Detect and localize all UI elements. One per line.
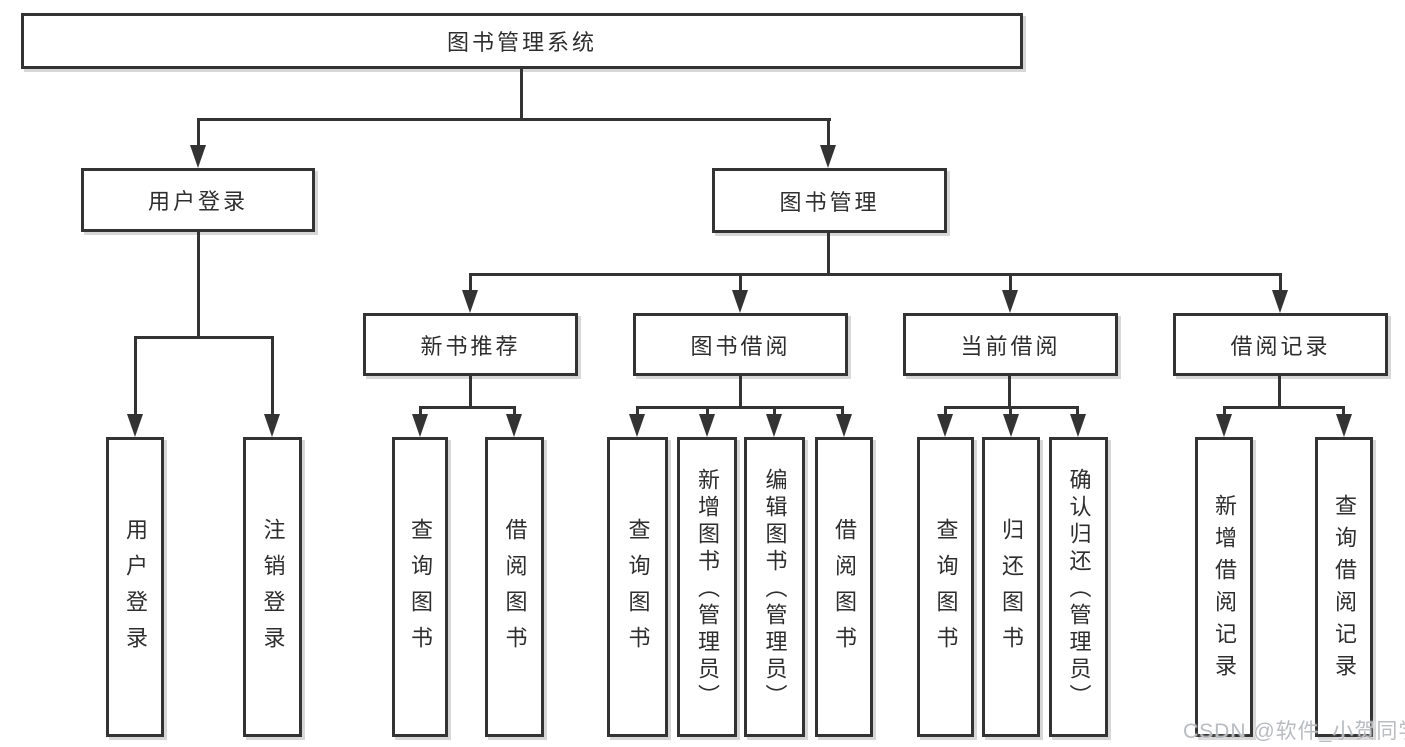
arrowhead-logout-leaf (264, 414, 280, 437)
connector-user-login-split (134, 336, 274, 339)
node-book-mgmt: 图书管理 (712, 168, 947, 233)
connector-c0-drop (944, 406, 947, 417)
arrowhead-book-mgmt (820, 145, 836, 168)
leaf-edit-books-admin-label: 编辑图书（管理员） (762, 467, 788, 711)
connector-logout-leaf-drop (271, 336, 274, 417)
connector-book-borrow-drop (739, 273, 742, 294)
arrowhead-borrow-record (1272, 290, 1288, 313)
node-new-book-rec: 新书推荐 (363, 313, 578, 376)
connector-d1-drop (1342, 406, 1345, 417)
arrowhead-login-leaf (127, 414, 143, 437)
leaf-borrow-books-a-label: 借阅图书 (502, 518, 528, 662)
connector-b0-drop (636, 406, 639, 417)
connector-user-login-stem (197, 232, 200, 336)
arrowhead-d0 (1216, 414, 1232, 437)
connector-book-mgmt-stem (827, 233, 830, 273)
leaf-add-borrow-record: 新增借阅记录 (1195, 437, 1253, 737)
connector-groupA-stem (469, 376, 472, 406)
connector-groupD-split (1223, 406, 1345, 409)
leaf-confirm-return-admin-label: 确认归还（管理员） (1066, 467, 1092, 711)
arrowhead-b3 (836, 414, 852, 437)
connector-book-mgmt-drop (827, 118, 830, 150)
connector-groupA-split (419, 406, 515, 409)
leaf-query-books-c: 查询图书 (917, 437, 974, 737)
csdn-watermark: CSDN @软件_小贺同学 (1183, 720, 1405, 743)
arrowhead-b0 (629, 414, 645, 437)
connector-c2-drop (1076, 406, 1079, 417)
arrowhead-current-borrow (1002, 290, 1018, 313)
leaf-query-borrow-record: 查询借阅记录 (1315, 437, 1373, 737)
leaf-borrow-books-b-label: 借阅图书 (832, 518, 857, 662)
connector-b2-drop (773, 406, 776, 417)
arrowhead-b1 (699, 414, 715, 437)
node-book-borrow-label: 图书借阅 (690, 333, 791, 359)
arrowhead-a0 (412, 414, 428, 437)
arrowhead-a1 (506, 414, 522, 437)
node-current-borrow: 当前借阅 (903, 313, 1118, 376)
leaf-user-login-label: 用户登录 (123, 518, 148, 662)
arrowhead-c1 (1003, 414, 1019, 437)
connector-c1-drop (1009, 406, 1012, 417)
node-root-library-system: 图书管理系统 (21, 13, 1023, 69)
connector-groupC-stem (1008, 376, 1011, 406)
leaf-add-books-admin: 新增图书（管理员） (677, 437, 737, 737)
arrowhead-d1 (1336, 414, 1352, 437)
node-book-borrow: 图书借阅 (633, 313, 848, 376)
connector-groupB-split (636, 406, 844, 409)
leaf-add-books-admin-label: 新增图书（管理员） (695, 467, 720, 711)
arrowhead-new-book (462, 290, 478, 313)
connector-level1-split (197, 118, 831, 121)
connector-root-stem (520, 68, 523, 118)
connector-new-book-drop (469, 273, 472, 294)
arrowhead-c2 (1070, 414, 1086, 437)
leaf-confirm-return-admin: 确认归还（管理员） (1049, 437, 1108, 737)
node-new-book-rec-label: 新书推荐 (420, 333, 521, 359)
connector-user-login-drop (197, 118, 200, 150)
connector-d0-drop (1223, 406, 1226, 417)
leaf-edit-books-admin: 编辑图书（管理员） (744, 437, 805, 737)
connector-groupD-stem (1278, 376, 1281, 406)
node-borrow-record: 借阅记录 (1173, 313, 1388, 376)
leaf-return-books: 归还图书 (982, 437, 1040, 737)
leaf-query-books-a: 查询图书 (392, 437, 448, 737)
node-book-mgmt-label: 图书管理 (779, 189, 880, 215)
connector-borrow-record-drop (1279, 273, 1282, 294)
leaf-query-books-c-label: 查询图书 (933, 518, 959, 662)
arrowhead-b2 (766, 414, 782, 437)
arrowhead-user-login (190, 145, 206, 168)
connector-current-borrow-drop (1009, 273, 1012, 294)
connector-a0-drop (419, 406, 422, 417)
connector-b3-drop (841, 406, 844, 417)
arrowhead-book-borrow (732, 290, 748, 313)
connector-level3-split (469, 273, 1281, 276)
node-root-label: 图书管理系统 (446, 30, 597, 55)
node-user-login-label: 用户登录 (147, 189, 248, 214)
connector-a1-drop (513, 406, 516, 417)
node-user-login: 用户登录 (81, 168, 315, 232)
leaf-user-login: 用户登录 (106, 437, 164, 737)
node-borrow-record-label: 借阅记录 (1230, 333, 1331, 359)
connector-login-leaf-drop (134, 336, 137, 417)
leaf-query-books-a-label: 查询图书 (408, 518, 433, 662)
leaf-borrow-books-b: 借阅图书 (815, 437, 873, 737)
leaf-query-books-b-label: 查询图书 (625, 518, 651, 662)
leaf-return-books-label: 归还图书 (999, 518, 1024, 662)
leaf-query-books-b: 查询图书 (607, 437, 668, 737)
node-current-borrow-label: 当前借阅 (960, 333, 1061, 359)
connector-b1-drop (706, 406, 709, 417)
leaf-add-borrow-record-label: 新增借阅记录 (1212, 494, 1237, 686)
connector-groupB-stem (739, 376, 742, 406)
leaf-logout: 注销登录 (243, 437, 302, 737)
arrowhead-c0 (937, 414, 953, 437)
leaf-borrow-books-a: 借阅图书 (485, 437, 544, 737)
leaf-logout-label: 注销登录 (260, 518, 286, 662)
leaf-query-borrow-record-label: 查询借阅记录 (1332, 494, 1357, 686)
